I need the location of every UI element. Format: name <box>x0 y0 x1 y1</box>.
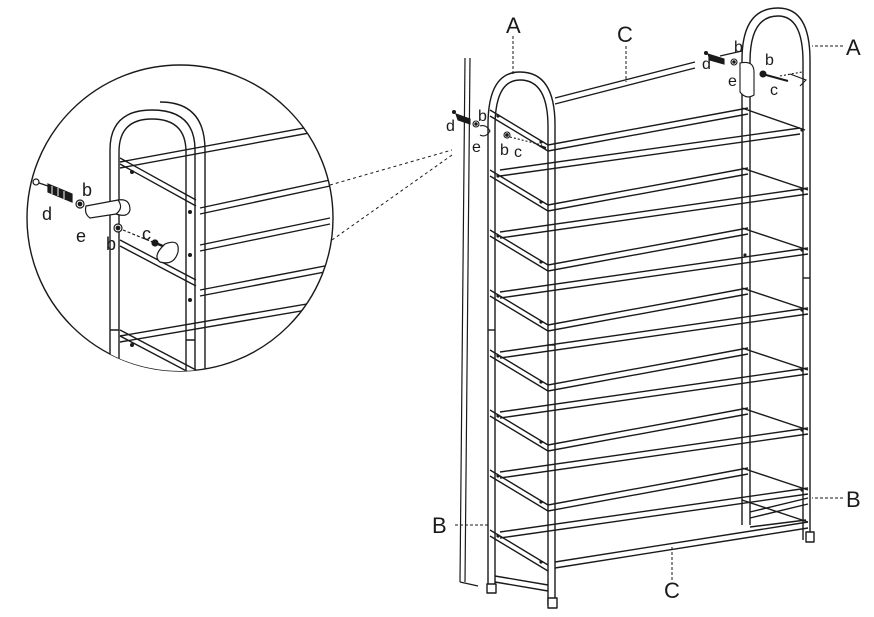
label-b-right: B <box>846 487 861 512</box>
label-c-detail: c <box>142 224 151 244</box>
label-c-bottom: C <box>664 578 680 603</box>
top-shelf-rods <box>554 50 743 105</box>
labels: A A C B B C d b e b c d b e b c b d e b … <box>42 13 861 603</box>
wall-anchor-left <box>451 109 547 149</box>
label-a-right: A <box>846 35 861 60</box>
shoe-rack <box>486 7 815 609</box>
callout-lines <box>329 149 453 241</box>
label-c-top: C <box>617 22 633 47</box>
wall-anchor-right <box>703 50 807 98</box>
label-b-rack-left-1: b <box>478 108 487 125</box>
label-e-rack-right: e <box>728 73 737 90</box>
label-b-rack-left-2: b <box>500 142 509 159</box>
anchor-kit-detail <box>32 178 179 264</box>
rivets <box>496 114 804 564</box>
wall <box>459 57 479 587</box>
label-c-rack-right: c <box>770 82 778 99</box>
label-b-left: B <box>432 513 447 538</box>
label-b-rack-right-2: b <box>765 52 774 69</box>
label-d-detail: d <box>42 204 52 224</box>
leader-lines <box>455 36 843 580</box>
label-b-detail-2: b <box>106 234 116 254</box>
label-d-rack-left: d <box>446 118 455 135</box>
label-c-rack-left: c <box>514 144 522 161</box>
label-e-detail: e <box>76 226 86 246</box>
back-right-frame <box>741 7 811 540</box>
detail-magnifier <box>26 64 334 372</box>
label-a-left: A <box>506 13 521 38</box>
shelves <box>489 107 809 592</box>
label-b-detail-1: b <box>82 180 92 200</box>
label-d-rack-right: d <box>702 56 711 73</box>
label-e-rack-left: e <box>472 139 481 156</box>
label-b-rack-right-1: b <box>734 39 743 56</box>
